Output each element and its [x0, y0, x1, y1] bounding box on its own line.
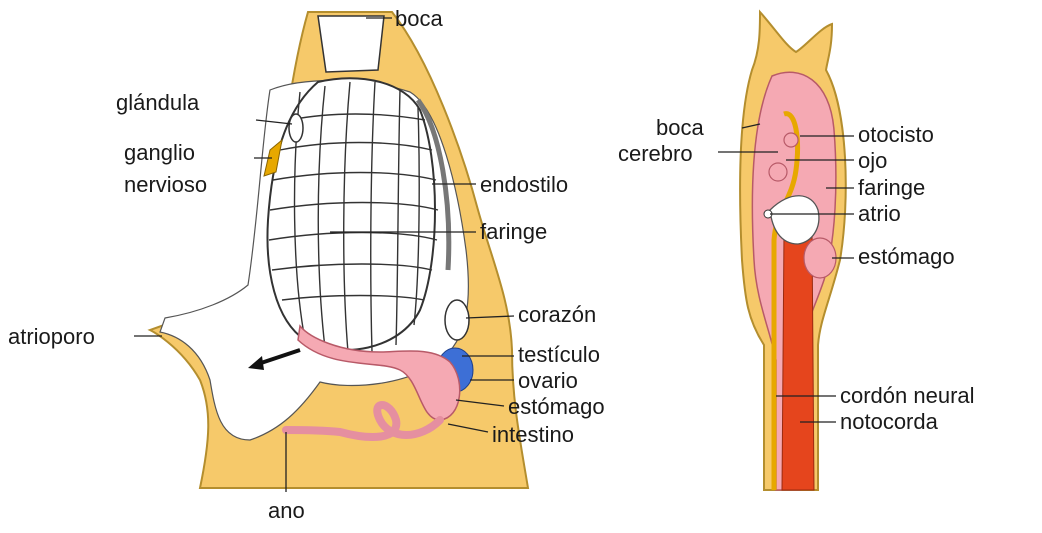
- label-adult-glandula: glándula: [116, 92, 199, 114]
- adult-heart: [445, 300, 469, 340]
- label-adult-ano: ano: [268, 500, 305, 522]
- label-adult-ganglio: ganglio: [124, 142, 195, 164]
- label-adult-testiculo: testículo: [518, 344, 600, 366]
- larva-stomach: [804, 238, 836, 278]
- larva-otocyst: [784, 133, 798, 147]
- larva: [718, 12, 854, 490]
- label-adult-faringe: faringe: [480, 221, 547, 243]
- adult-ascidian: [134, 12, 528, 492]
- label-adult-atrioporo: atrioporo: [8, 326, 95, 348]
- label-larva-cerebro: cerebro: [618, 143, 693, 165]
- larva-eye: [769, 163, 787, 181]
- label-adult-ovario: ovario: [518, 370, 578, 392]
- label-adult-endostilo: endostilo: [480, 174, 568, 196]
- label-larva-otocisto: otocisto: [858, 124, 934, 146]
- label-adult-estomago: estómago: [508, 396, 605, 418]
- label-larva-boca: boca: [656, 117, 704, 139]
- label-adult-intestino: intestino: [492, 424, 574, 446]
- label-larva-atrio: atrio: [858, 203, 901, 225]
- label-larva-estomago: estómago: [858, 246, 955, 268]
- label-larva-ojo: ojo: [858, 150, 887, 172]
- label-larva-faringe: faringe: [858, 177, 925, 199]
- label-adult-boca: boca: [395, 8, 443, 30]
- label-adult-corazon: corazón: [518, 304, 596, 326]
- adult-oral-siphon: [318, 16, 384, 72]
- label-larva-notocorda: notocorda: [840, 411, 938, 433]
- label-larva-cordon-neural: cordón neural: [840, 385, 975, 407]
- adult-gland: [289, 114, 303, 142]
- label-adult-nervioso: nervioso: [124, 174, 207, 196]
